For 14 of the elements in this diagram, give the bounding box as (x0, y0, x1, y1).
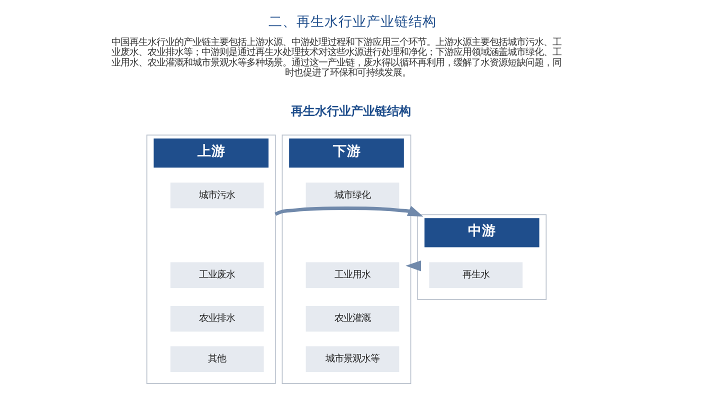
node-box: 城市景观水等 (305, 346, 399, 372)
node-box: 农业灌溉 (305, 306, 399, 332)
node-box: 其他 (170, 346, 264, 372)
node-box: 城市污水 (170, 182, 264, 208)
label: 中国再生水行业的产业链主要包括上游水源、中游处理过程和下游应用三个环节。上游水源主要包括城市污水、工业废水、农业排水等；中游则是通过再生水处理技术对这些水源进行处理和净化；下游应用领域涵盖城市绿化、工业用水、农业灌溉和城市景观水等多种场景。通过这一产业链，废水得以循环再利用，缓解了水资源短缺问题，同时也促进了环保和可持续发展。 (110, 36, 561, 79)
diagram-title: 二、再生水行业产业链结构 (268, 14, 436, 30)
label: 再生水行业产业链结构 (290, 104, 411, 118)
node-box: 工业废水 (170, 262, 264, 288)
arrow (274, 206, 423, 217)
node-box: 农业排水 (170, 306, 264, 332)
node-box: 工业用水 (305, 262, 399, 288)
node-box: 再生水 (428, 262, 522, 288)
node-box: 城市绿化 (305, 182, 399, 208)
arrow (405, 260, 421, 272)
